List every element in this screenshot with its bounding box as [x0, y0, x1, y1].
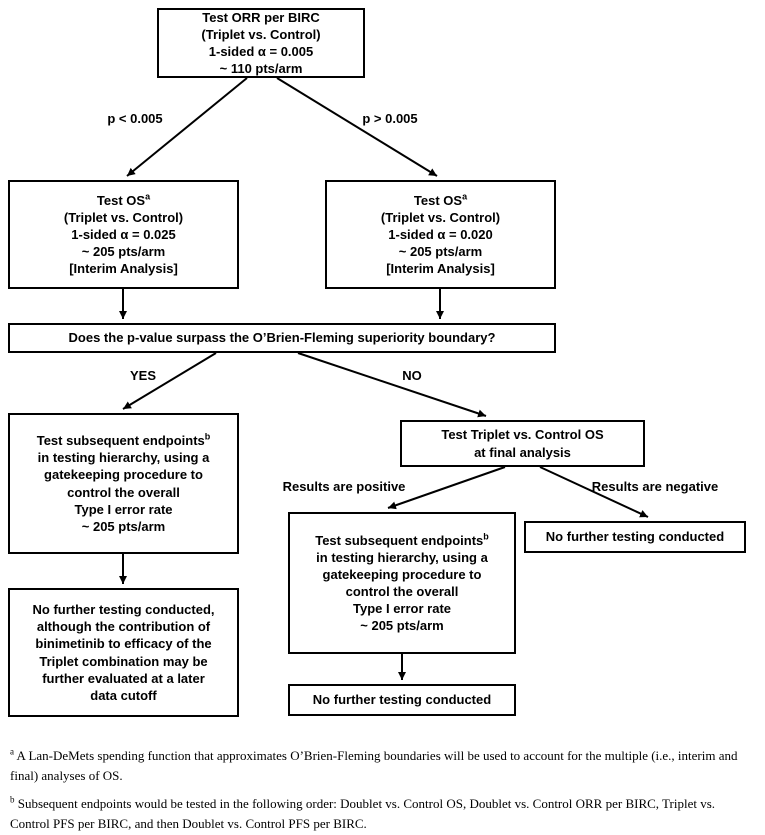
superscript-b: b	[204, 431, 211, 442]
text-line: ~ 110 pts/arm	[219, 61, 303, 77]
box-no-further-testing-left: No further testing conducted, although t…	[8, 588, 239, 717]
box-final-analysis: Test Triplet vs. Control OS at final ana…	[400, 420, 645, 467]
text-line: data cutoff	[90, 687, 157, 703]
text-line: No further testing conducted	[545, 529, 725, 545]
text-line: Triplet combination may be	[39, 653, 208, 669]
box-no-further-testing-mid: No further testing conducted	[288, 684, 516, 716]
text-line: 1-sided α = 0.005	[208, 44, 314, 59]
edge-label-p-less: p < 0.005	[107, 111, 163, 126]
text-line: (Triplet vs. Control)	[201, 26, 321, 42]
box-title: Test subsequent endpoints	[315, 532, 484, 548]
box-test-orr: Test ORR per BIRC (Triplet vs. Control) …	[157, 8, 365, 78]
text-line: gatekeeping procedure to	[44, 467, 203, 483]
text-line: further evaluated at a later	[42, 670, 205, 686]
footnote-b-marker: b	[10, 794, 15, 805]
text-line: ~ 205 pts/arm	[81, 518, 166, 534]
footnote-a: a A Lan-DeMets spending function that ap…	[10, 746, 752, 785]
text-line: binimetinib to efficacy of the	[35, 636, 212, 652]
box-subsequent-endpoints-left: Test subsequent endpointsb in testing hi…	[8, 413, 239, 554]
box-obrien-fleming-question: Does the p-value surpass the O’Brien-Fle…	[8, 323, 556, 353]
text-line: in testing hierarchy, using a	[37, 450, 210, 466]
superscript-b: b	[483, 531, 489, 542]
text-line: although the contribution of	[36, 619, 211, 635]
text-line: in testing hierarchy, using a	[316, 549, 488, 565]
text-line: Test OSa	[97, 192, 150, 209]
box-test-os-left: Test OSa (Triplet vs. Control) 1-sided α…	[8, 180, 239, 289]
box-title: Test subsequent endpoints	[36, 433, 205, 449]
text-line: [Interim Analysis]	[69, 261, 178, 277]
footnote-b: b Subsequent endpoints would be tested i…	[10, 794, 752, 833]
arrow-question-no	[297, 352, 487, 418]
text-line: No further testing conducted	[312, 692, 492, 708]
text-line: control the overall	[67, 484, 180, 500]
text-line: Test subsequent endpointsb	[315, 532, 489, 549]
box-test-os-right: Test OSa (Triplet vs. Control) 1-sided α…	[325, 180, 556, 289]
superscript-a: a	[145, 191, 151, 202]
edge-label-results-positive: Results are positive	[282, 479, 406, 494]
box-title: Test OS	[96, 192, 146, 208]
edge-label-yes: YES	[129, 368, 157, 383]
text-line: No further testing conducted,	[32, 602, 215, 618]
edge-label-p-greater: p > 0.005	[362, 111, 418, 126]
text-line: [Interim Analysis]	[386, 261, 495, 277]
text-line: Type I error rate	[352, 601, 452, 617]
box-no-further-testing-right: No further testing conducted	[524, 521, 746, 553]
text-line: 1-sided α = 0.020	[388, 226, 493, 242]
text-line: (Triplet vs. Control)	[63, 209, 184, 225]
text-line: Does the p-value surpass the O’Brien-Fle…	[68, 330, 496, 346]
arrow-top-to-os-left	[126, 77, 248, 177]
text-line: ~ 205 pts/arm	[398, 244, 483, 260]
footnote-a-text: A Lan-DeMets spending function that appr…	[10, 748, 738, 783]
footnote-b-text: Subsequent endpoints would be tested in …	[10, 796, 716, 831]
superscript-a: a	[462, 191, 468, 202]
text-line: ~ 205 pts/arm	[81, 244, 166, 260]
arrow-top-to-os-right	[276, 77, 438, 177]
edge-label-no: NO	[402, 368, 422, 383]
text-line: Test ORR per BIRC	[202, 9, 320, 25]
text-line: 1-sided α = 0.025	[71, 226, 176, 242]
text-line: Type I error rate	[74, 501, 173, 517]
footnote-a-marker: a	[10, 746, 14, 757]
text-line: at final analysis	[474, 444, 571, 460]
edge-label-results-negative: Results are negative	[591, 479, 719, 494]
text-line: (Triplet vs. Control)	[380, 209, 501, 225]
footnotes: a A Lan-DeMets spending function that ap…	[10, 746, 752, 835]
text-line: gatekeeping procedure to	[322, 566, 482, 582]
box-subsequent-endpoints-mid: Test subsequent endpointsb in testing hi…	[288, 512, 516, 654]
text-line: Test OSa	[414, 192, 467, 209]
text-line: Test subsequent endpointsb	[37, 432, 211, 449]
arrow-final-os-positive	[387, 466, 506, 510]
text-line: ~ 205 pts/arm	[360, 618, 444, 634]
text-line: control the overall	[345, 584, 459, 599]
box-title: Test OS	[413, 192, 463, 208]
text-line: Test Triplet vs. Control OS	[441, 427, 604, 443]
